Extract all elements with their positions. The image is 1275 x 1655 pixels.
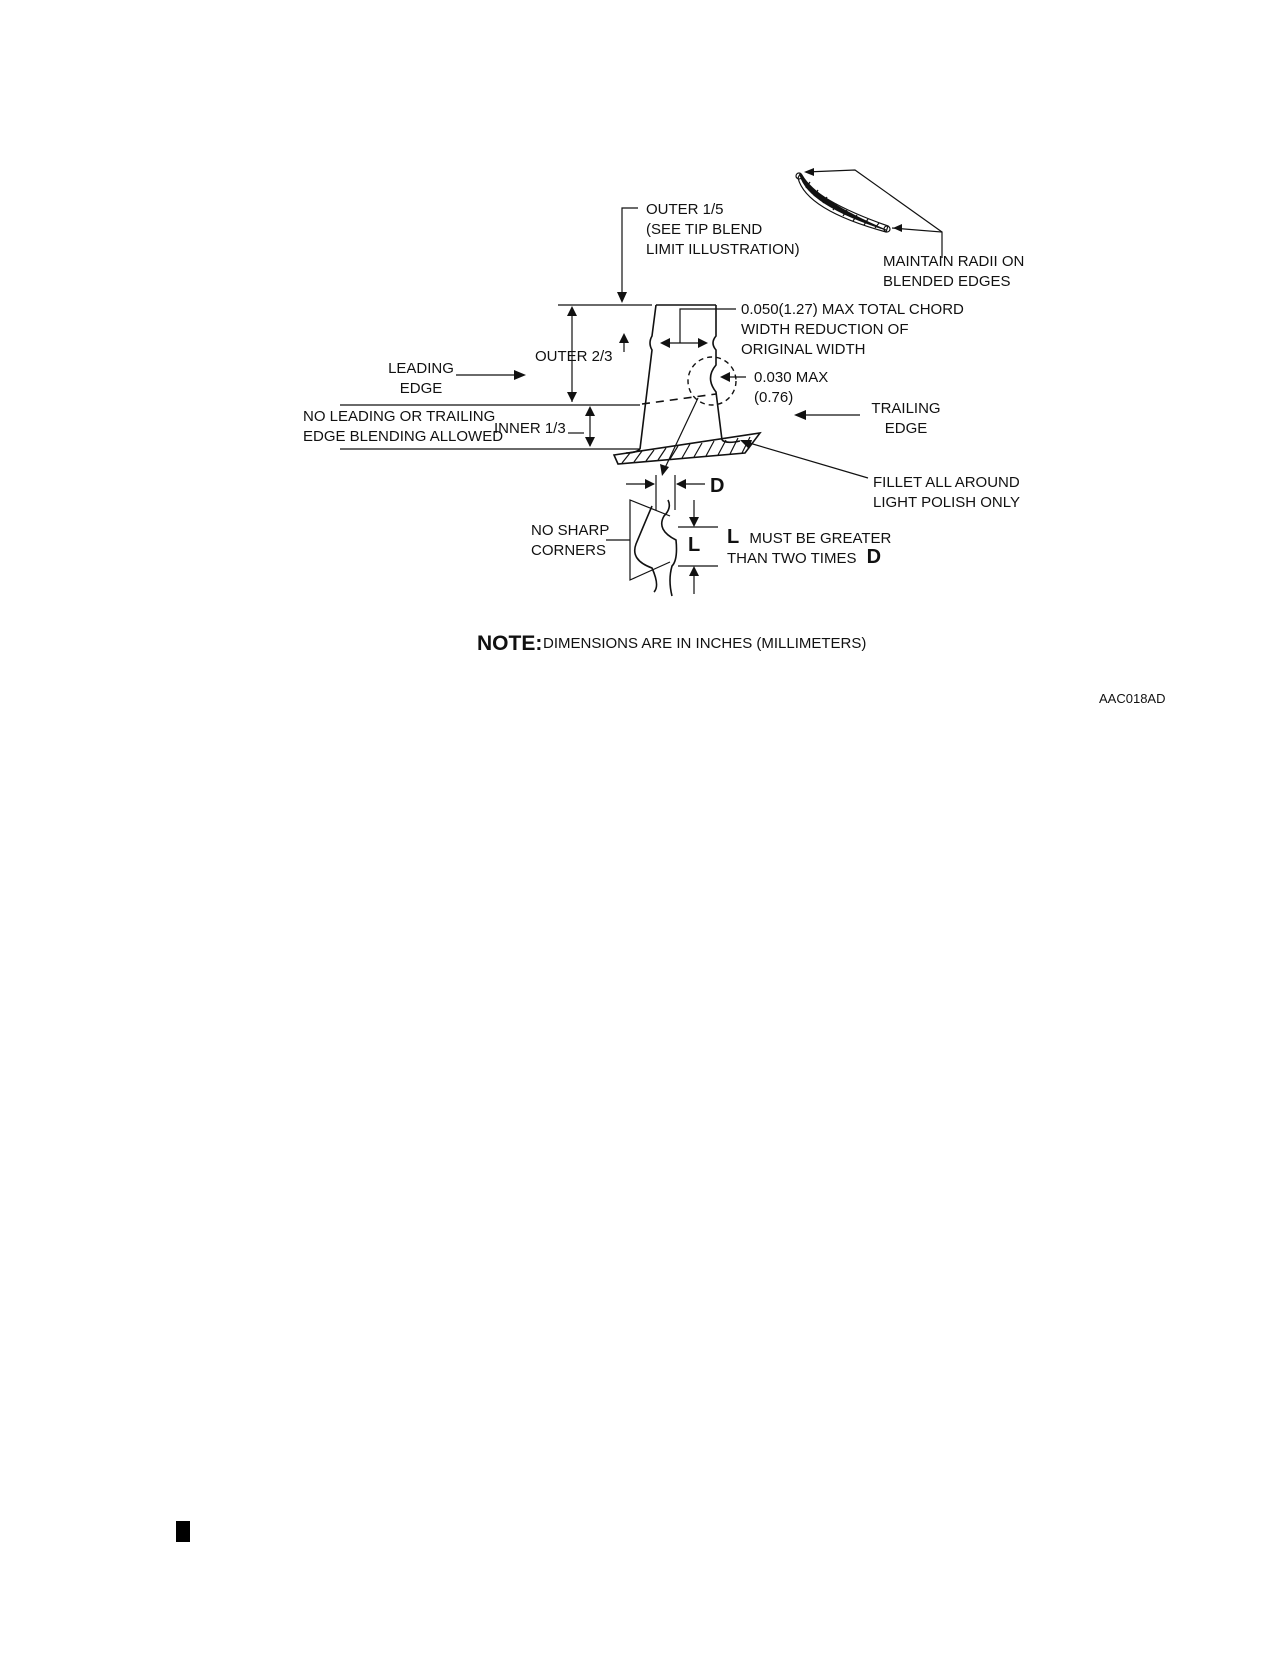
inner-third-label: INNER 1/3 xyxy=(494,420,566,437)
chord-label-3: ORIGINAL WIDTH xyxy=(741,341,865,358)
trailing-edge-label-1: TRAILING xyxy=(871,400,940,417)
l-rule-text-2: THAN TWO TIMES xyxy=(727,550,856,567)
l-symbol-label: L xyxy=(688,534,700,556)
leading-edge-label-2: EDGE xyxy=(400,380,443,397)
trailing-edge-arrow xyxy=(794,410,860,420)
no-blending-label-2: EDGE BLENDING ALLOWED xyxy=(303,428,503,445)
maintain-radii-label-1: MAINTAIN RADII ON xyxy=(883,253,1024,270)
chord-dimension xyxy=(660,308,736,348)
outer-fifth-label-3: LIMIT ILLUSTRATION) xyxy=(646,241,800,258)
l-rule-line-1: L MUST BE GREATER xyxy=(727,526,892,548)
outer-two-thirds-label: OUTER 2/3 xyxy=(535,348,613,365)
leading-edge-arrow xyxy=(456,370,526,380)
fillet-leader xyxy=(740,440,869,479)
outer-fifth-label-1: OUTER 1/5 xyxy=(646,201,724,218)
no-sharp-label-2: CORNERS xyxy=(531,542,606,559)
detail-leader xyxy=(660,397,699,476)
figure-id: AAC018AD xyxy=(1099,691,1165,706)
l-rule-letter: L xyxy=(727,526,739,548)
note-heading: NOTE: xyxy=(477,632,542,655)
outer-fifth-leader xyxy=(617,207,638,303)
trailing-edge-label-2: EDGE xyxy=(885,420,928,437)
chord-label-2: WIDTH REDUCTION OF xyxy=(741,321,908,338)
l-rule-d-letter: D xyxy=(867,546,881,568)
fillet-label-2: LIGHT POLISH ONLY xyxy=(873,494,1020,511)
fillet-label-1: FILLET ALL AROUND xyxy=(873,474,1020,491)
corner-mark xyxy=(176,1521,190,1542)
blend-detail xyxy=(606,475,718,597)
depth-leader xyxy=(720,372,746,382)
callout-labels: OUTER 1/5 (SEE TIP BLEND LIMIT ILLUSTRAT… xyxy=(303,201,1024,568)
outer-fifth-label-2: (SEE TIP BLEND xyxy=(646,221,762,238)
no-sharp-label-1: NO SHARP xyxy=(531,522,609,539)
d-symbol-label: D xyxy=(710,475,724,497)
no-blending-label-1: NO LEADING OR TRAILING xyxy=(303,408,495,425)
leading-edge-label-1: LEADING xyxy=(388,360,454,377)
max-030-label: 0.030 MAX xyxy=(754,369,828,386)
maintain-radii-label-2: BLENDED EDGES xyxy=(883,273,1011,290)
chord-label-1: 0.050(1.27) MAX TOTAL CHORD xyxy=(741,301,964,318)
blade-outline xyxy=(625,304,741,454)
airfoil-section xyxy=(795,168,943,258)
note-text: DIMENSIONS ARE IN INCHES (MILLIMETERS) xyxy=(543,635,866,652)
l-rule-text-1: MUST BE GREATER xyxy=(749,530,891,547)
span-dimensions xyxy=(340,304,652,450)
max-030-mm-label: (0.76) xyxy=(754,389,793,406)
l-rule-line-2: THAN TWO TIMES D xyxy=(727,546,881,568)
dimension-note: NOTE: DIMENSIONS ARE IN INCHES (MILLIMET… xyxy=(477,632,866,655)
